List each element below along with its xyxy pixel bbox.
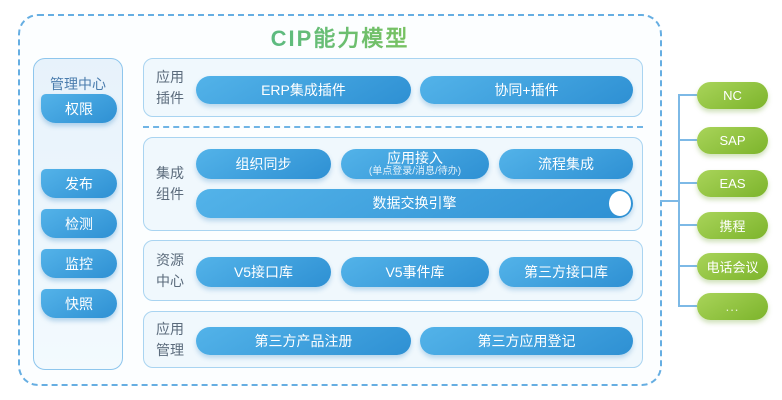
dashed-separator bbox=[143, 126, 643, 128]
sidebar-item-publish: 发布 bbox=[41, 169, 117, 198]
node-erp-integration-plugin: ERP集成插件 bbox=[196, 76, 411, 104]
sidebar-item-permission: 权限 bbox=[41, 94, 117, 123]
node-data-exchange-engine: 数据交换引擎 bbox=[196, 189, 633, 218]
node-v5-event-library: V5事件库 bbox=[341, 257, 489, 287]
node-collaboration-plugin: 协同+插件 bbox=[420, 76, 633, 104]
row-label-application-plugins: 应用 插件 bbox=[156, 67, 184, 109]
row-label-application-management: 应用 管理 bbox=[156, 319, 184, 361]
row-label-line: 集成 bbox=[156, 165, 184, 181]
sidebar-item-detect: 检测 bbox=[41, 209, 117, 238]
row-resource-center: 资源 中心 V5接口库 V5事件库 第三方接口库 bbox=[143, 240, 643, 301]
row-label-line: 应用 bbox=[156, 320, 184, 337]
external-system-ctrip: 携程 bbox=[697, 212, 768, 239]
connector-main-stub bbox=[660, 200, 678, 202]
node-process-integration: 流程集成 bbox=[499, 149, 633, 179]
node-org-sync: 组织同步 bbox=[196, 149, 331, 179]
row-application-management: 应用 管理 第三方产品注册 第三方应用登记 bbox=[143, 311, 643, 368]
node-thirdparty-app-registration: 第三方应用登记 bbox=[420, 327, 633, 355]
external-system-eas: EAS bbox=[697, 170, 768, 197]
connector-branch bbox=[678, 94, 697, 96]
node-app-access: 应用接入 (单点登录/消息/待办) bbox=[341, 149, 489, 179]
connector-vertical-line bbox=[678, 95, 680, 307]
connector-branch bbox=[678, 224, 697, 226]
row-label-line: 应用 bbox=[156, 68, 184, 85]
management-center-title: 管理中心 bbox=[50, 76, 106, 92]
node-thirdparty-product-registration: 第三方产品注册 bbox=[196, 327, 411, 355]
node-thirdparty-interface-library: 第三方接口库 bbox=[499, 257, 633, 287]
row-label-resource-center: 资源 中心 bbox=[156, 250, 184, 292]
node-data-exchange-engine-label: 数据交换引擎 bbox=[372, 195, 457, 211]
diagram-title: CIP能力模型 bbox=[18, 21, 662, 53]
row-label-line: 组件 bbox=[156, 186, 184, 202]
row-label-integration-components: 集成 组件 bbox=[156, 163, 184, 205]
engine-endpoint-oval bbox=[609, 191, 631, 216]
node-app-access-label: 应用接入 bbox=[387, 149, 443, 166]
external-system-sap: SAP bbox=[697, 127, 768, 154]
connector-branch bbox=[678, 139, 697, 141]
row-label-line: 资源 bbox=[156, 251, 184, 268]
external-system-teleconference: 电话会议 bbox=[697, 253, 768, 280]
external-system-more: ... bbox=[697, 293, 768, 320]
node-v5-interface-library: V5接口库 bbox=[196, 257, 331, 287]
row-integration-components: 集成 组件 组织同步 应用接入 (单点登录/消息/待办) 流程集成 数据交换引擎 bbox=[143, 137, 643, 231]
row-label-line: 中心 bbox=[156, 272, 184, 289]
connector-branch bbox=[678, 182, 697, 184]
connector-branch bbox=[678, 305, 697, 307]
management-center-panel: 管理中心 发布 检测 监控 快照 权限 bbox=[33, 58, 123, 370]
row-application-plugins: 应用 插件 ERP集成插件 协同+插件 bbox=[143, 58, 643, 117]
sidebar-item-monitor: 监控 bbox=[41, 249, 117, 278]
row-label-line: 管理 bbox=[156, 341, 184, 358]
row-label-line: 插件 bbox=[156, 89, 184, 106]
connector-branch bbox=[678, 265, 697, 267]
node-app-access-sublabel: (单点登录/消息/待办) bbox=[368, 165, 462, 177]
external-system-nc: NC bbox=[697, 82, 768, 109]
sidebar-item-snapshot: 快照 bbox=[41, 289, 117, 318]
